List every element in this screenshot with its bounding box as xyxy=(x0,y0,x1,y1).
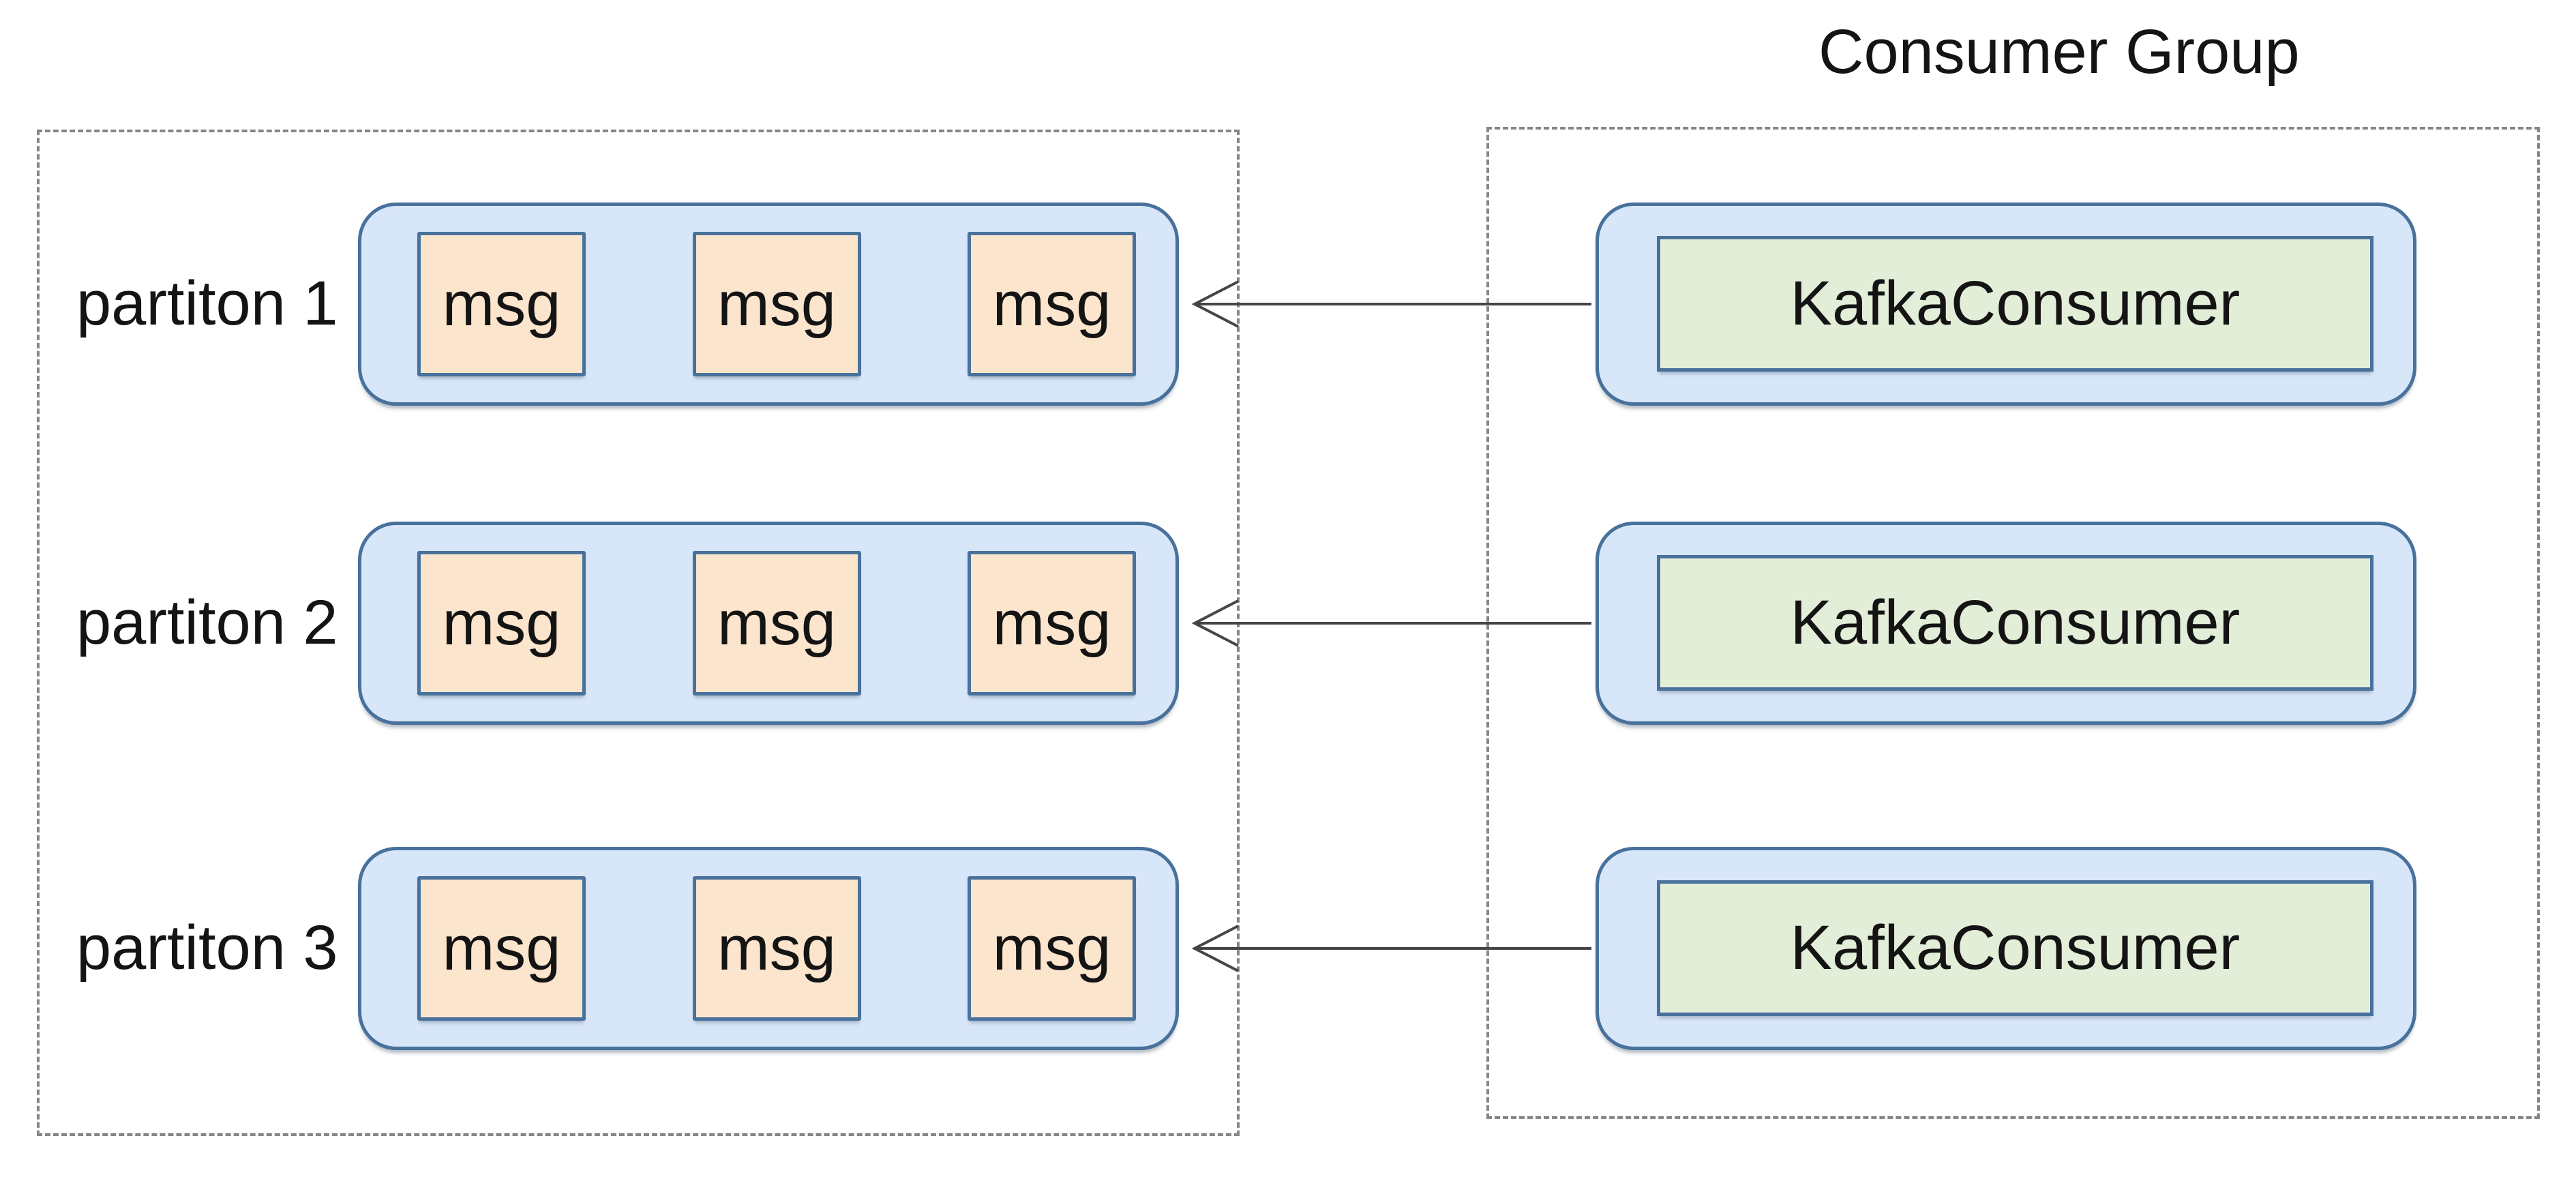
partition-1-box: msg msg msg xyxy=(358,203,1179,406)
kafka-consumer-1-inner: KafkaConsumer xyxy=(1657,236,2373,372)
message-box: msg xyxy=(968,232,1136,376)
partition-1-label: partiton 1 xyxy=(76,269,338,338)
message-box: msg xyxy=(417,876,586,1021)
partition-2-box: msg msg msg xyxy=(358,522,1179,725)
message-box: msg xyxy=(692,232,861,376)
message-box: msg xyxy=(968,551,1136,695)
kafka-consumer-2-box: KafkaConsumer xyxy=(1596,522,2416,725)
message-box: msg xyxy=(417,232,586,376)
message-box: msg xyxy=(417,551,586,695)
message-box: msg xyxy=(692,876,861,1021)
kafka-consumer-3-inner: KafkaConsumer xyxy=(1657,880,2373,1016)
message-box: msg xyxy=(968,876,1136,1021)
kafka-consumer-1-box: KafkaConsumer xyxy=(1596,203,2416,406)
kafka-consumer-2-inner: KafkaConsumer xyxy=(1657,555,2373,691)
partition-2-label: partiton 2 xyxy=(76,588,338,657)
partition-3-box: msg msg msg xyxy=(358,847,1179,1050)
partition-3-label: partiton 3 xyxy=(76,913,338,983)
kafka-consumer-3-box: KafkaConsumer xyxy=(1596,847,2416,1050)
message-box: msg xyxy=(692,551,861,695)
consumer-group-title: Consumer Group xyxy=(1818,17,2300,87)
